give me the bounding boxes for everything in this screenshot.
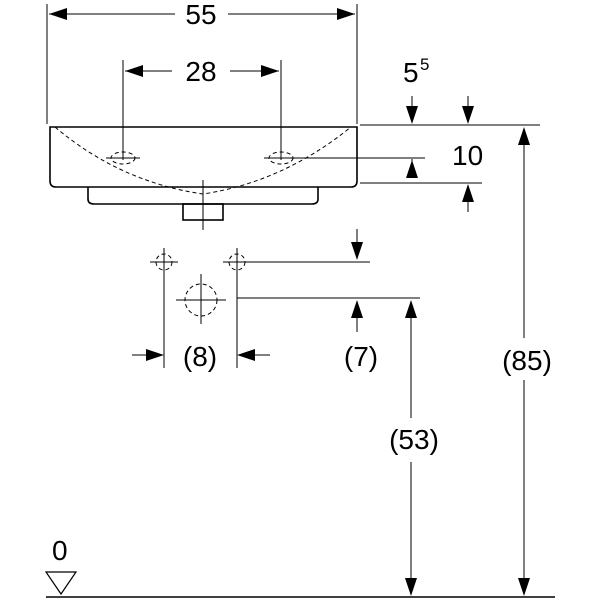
dimension-label-waste-height: (53) [389,424,439,455]
floor-level: 0 [44,535,555,598]
dimension-waste-height: (53) [389,300,439,596]
dimension-label-fixing-offset: (7) [344,341,378,372]
floor-level-label: 0 [52,535,68,566]
dimension-bowl-depth: 10 [360,96,483,212]
tap-hole-left [106,151,140,165]
washbasin-body [49,126,358,230]
dimension-label-overall-width: 55 [185,0,216,30]
dimension-label-rim-height: (85) [502,345,552,376]
dimension-label-fixing-spacing: (8) [183,341,217,372]
dimension-tap-hole-spacing: 28 [122,56,282,160]
dimension-label-rim-offset-superscript: 5 [420,55,429,74]
dimension-overall-width: 55 [46,0,358,124]
dimension-rim-height: (85) [502,127,552,596]
dimension-label-rim-offset: 5 [403,57,419,88]
fixing-point-right [223,248,370,368]
floor-level-triangle-icon [44,571,78,596]
tap-hole-right [264,151,425,165]
waste-position-marker [176,274,420,324]
dimension-rim-offset: 5 5 [360,55,540,178]
dimension-fixing-offset: (7) [344,229,378,372]
fixing-point-left [150,248,178,368]
dimension-label-bowl-depth: 10 [452,140,483,171]
dimension-fixing-spacing: (8) [132,341,270,372]
dimension-label-tap-hole-spacing: 28 [185,56,216,87]
